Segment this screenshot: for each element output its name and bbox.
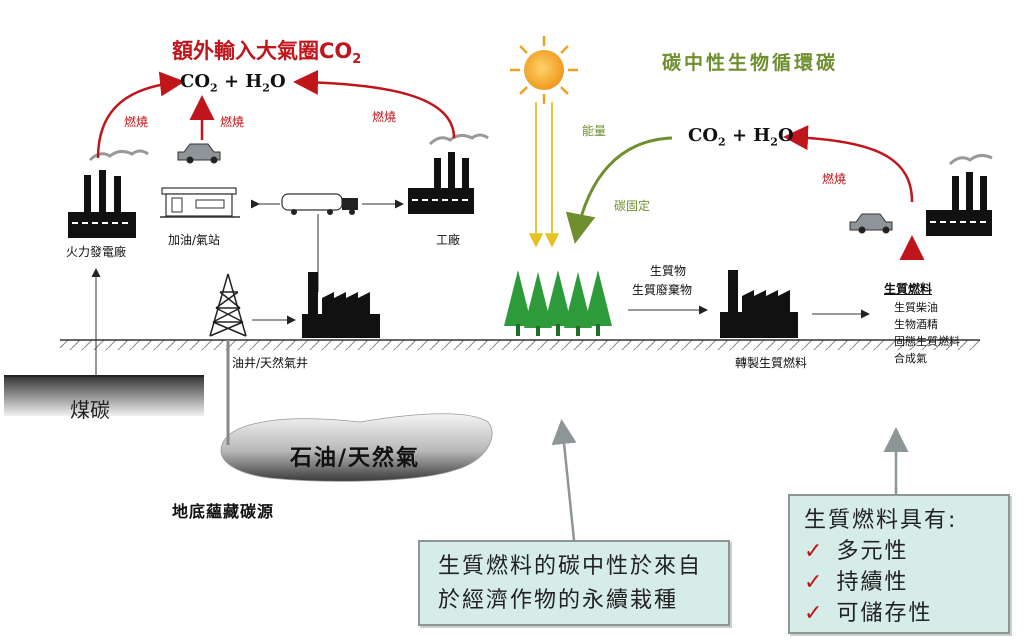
- coal-label: 煤碳: [70, 398, 110, 422]
- power-plant-icon: [68, 149, 149, 238]
- note-line: 於經濟作物的永續栽種: [438, 588, 679, 613]
- energy-label: 能量: [582, 124, 607, 138]
- right-formula: CO2 + H2O: [688, 125, 794, 149]
- biofuel-item: 合成氣: [894, 352, 927, 365]
- coal-deposit: [4, 375, 204, 416]
- oil-gas-label: 石油/天然氣: [290, 446, 421, 471]
- burn-arrow-factory: [293, 69, 456, 139]
- burn-label-power-plant: 燃燒: [124, 115, 149, 129]
- check-icon: ✓: [804, 601, 825, 626]
- biofuel-item: 生物酒精: [894, 318, 938, 331]
- biofuel-title: 生質燃料: [884, 282, 933, 296]
- power-plant-label: 火力發電廠: [66, 245, 127, 259]
- car-icon: [177, 143, 221, 164]
- burn-label-biofuel: 燃燒: [822, 172, 847, 186]
- sun-icon: [510, 36, 578, 104]
- conversion-plant-icon: [720, 270, 798, 338]
- callout-arrow-left: [551, 419, 577, 541]
- oil-gas-reservoir: [220, 413, 493, 482]
- ground: [60, 339, 980, 350]
- property-item: ✓多元性: [804, 539, 909, 564]
- properties-title: 生質燃料具有:: [804, 508, 958, 533]
- property-item: ✓持續性: [804, 570, 909, 595]
- burn-arrow-power-plant: [96, 71, 185, 159]
- factory-label: 工廠: [436, 233, 461, 247]
- biofuel-factory-icon: [926, 153, 993, 236]
- right-title: 碳中性生物循環碳: [662, 52, 839, 74]
- gas-station-label: 加油/氣站: [168, 233, 221, 247]
- left-formula: CO2 + H2O: [180, 71, 286, 95]
- forest-icon: [504, 270, 612, 336]
- carbon-fixation-arrow: [565, 136, 673, 244]
- biofuel-item: 固態生質燃料: [894, 335, 960, 348]
- biofuel-car-icon: [849, 213, 893, 234]
- burn-label-factory: 燃燒: [372, 110, 397, 124]
- carbon-neutral-note-box: 生質燃料的碳中性於來自 於經濟作物的永續栽種: [418, 540, 730, 626]
- burn-label-gas-station: 燃燒: [220, 115, 245, 129]
- refinery-icon: [302, 272, 380, 338]
- conversion-label: 轉製生質燃料: [735, 356, 808, 370]
- check-icon: ✓: [804, 570, 825, 595]
- biomass-label: 生質物: [650, 264, 687, 278]
- truck-icon: [281, 193, 358, 215]
- check-icon: ✓: [804, 539, 825, 564]
- biofuel-item: 生質柴油: [894, 301, 938, 314]
- burn-arrow-biofuel: [783, 125, 914, 203]
- oil-well-label: 油井/天然氣井: [232, 356, 309, 370]
- property-item: ✓可儲存性: [804, 601, 933, 626]
- biofuel-properties-box: 生質燃料具有: ✓多元性 ✓持續性 ✓可儲存性: [788, 494, 1010, 634]
- note-line: 生質燃料的碳中性於來自: [438, 554, 703, 579]
- underground-carbon-label: 地底蘊藏碳源: [172, 502, 275, 521]
- oil-derrick-icon: [209, 273, 247, 337]
- factory-icon: [408, 133, 489, 214]
- gas-station-icon: [160, 187, 240, 218]
- carbon-fixation-label: 碳固定: [614, 199, 651, 213]
- left-title: 額外輸入大氣圈CO2: [172, 39, 362, 68]
- biomass-waste-label: 生質廢棄物: [632, 283, 693, 297]
